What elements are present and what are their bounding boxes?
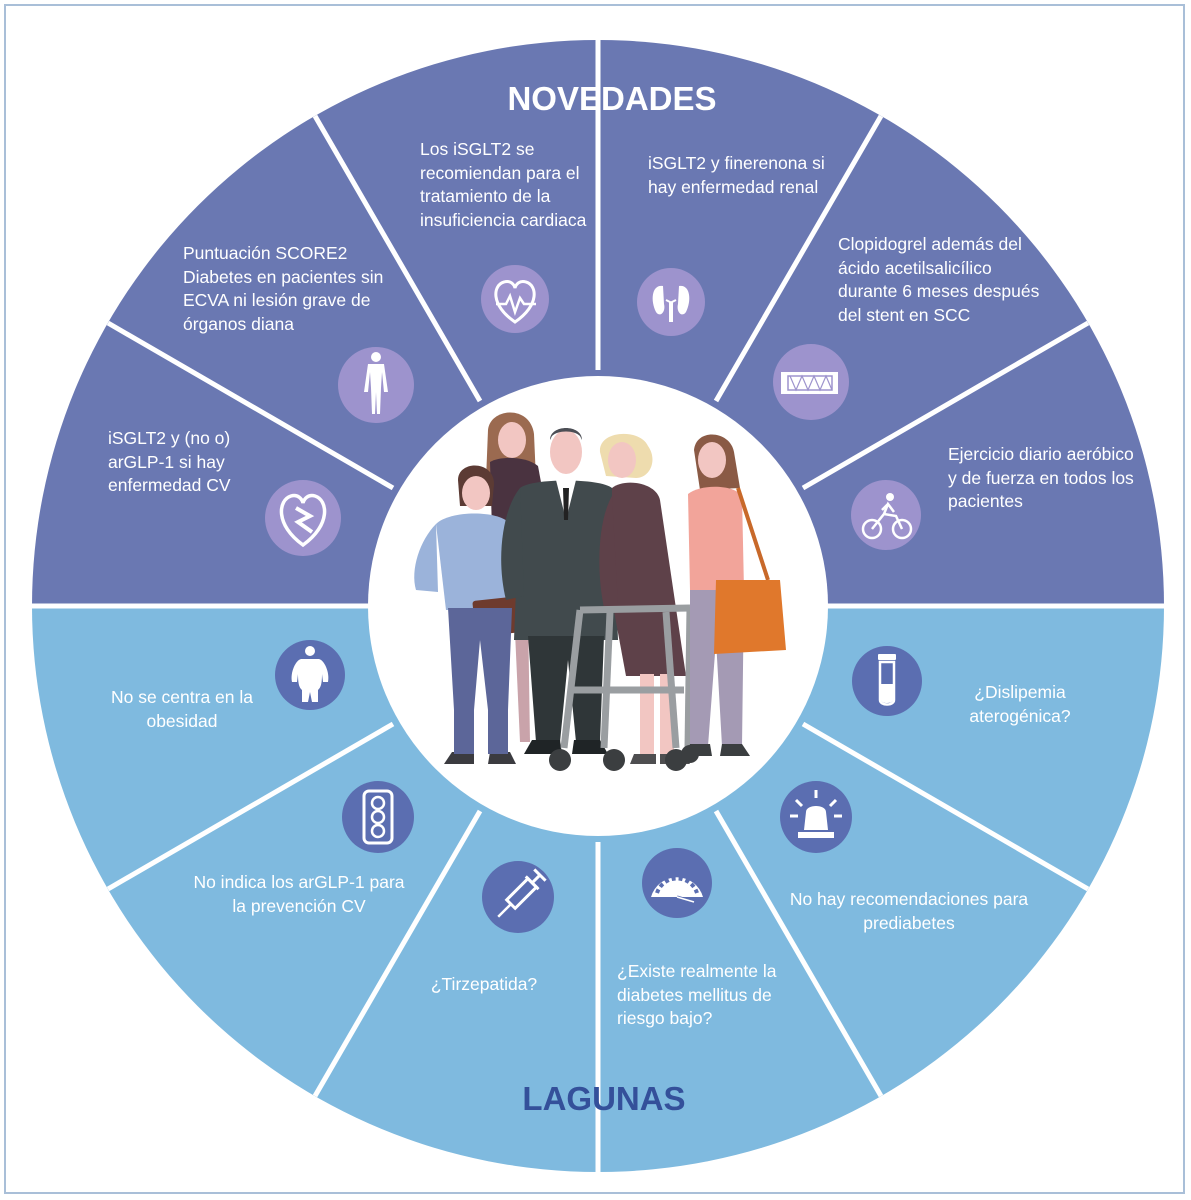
text-prediabetes: No hay recomendaciones para prediabetes: [789, 889, 1029, 933]
text-exercise: Ejercicio diario aeróbico y de fuerza en…: [948, 444, 1134, 511]
walker-frame: [560, 604, 694, 749]
text-obesity: No se centra en la obesidad: [110, 687, 254, 731]
heart-ecg-icon: [481, 265, 549, 333]
alarm-light-icon: [780, 781, 852, 853]
text-glp1-prevention: No indica los arGLP-1 para la prevención…: [193, 872, 405, 916]
cyclist-icon: [851, 480, 921, 550]
gauge-icon: [642, 848, 712, 918]
text-dyslipidemia: ¿Dislipemia aterogénica?: [969, 682, 1071, 726]
text-tirzepatide: ¿Tirzepatida?: [430, 974, 538, 994]
text-score2: Puntuación SCORE2 Diabetes en pacientes …: [183, 243, 384, 334]
people-group-illustration: [414, 412, 786, 771]
text-kidney: iSGLT2 y finerenona si hay enfermedad re…: [648, 153, 825, 197]
outer-frame: [4, 4, 1185, 1194]
obese-person-icon: [275, 640, 345, 710]
traffic-light-icon: [342, 781, 414, 853]
text-heart-failure: Los iSGLT2 se recomiendan para el tratam…: [420, 139, 587, 230]
woman-pink-top: [686, 434, 786, 756]
text-clopidogrel: Clopidogrel además del ácido acetilsalic…: [838, 234, 1040, 325]
human-body-icon: [338, 347, 414, 423]
kidney-icon: [637, 268, 705, 336]
title-novedades: NOVEDADES: [507, 80, 717, 117]
syringe-icon: [482, 861, 554, 933]
test-tube-icon: [852, 646, 922, 716]
broken-heart-icon: [265, 480, 341, 556]
man-dark-suit: [501, 428, 618, 754]
title-lagunas: LAGUNAS: [522, 1080, 686, 1117]
stent-icon: [773, 344, 849, 420]
text-low-risk: ¿Existe realmente la diabetes mellitus d…: [617, 961, 777, 1028]
text-cv-disease: iSGLT2 y (no o) arGLP-1 si hay enfermeda…: [108, 428, 231, 495]
